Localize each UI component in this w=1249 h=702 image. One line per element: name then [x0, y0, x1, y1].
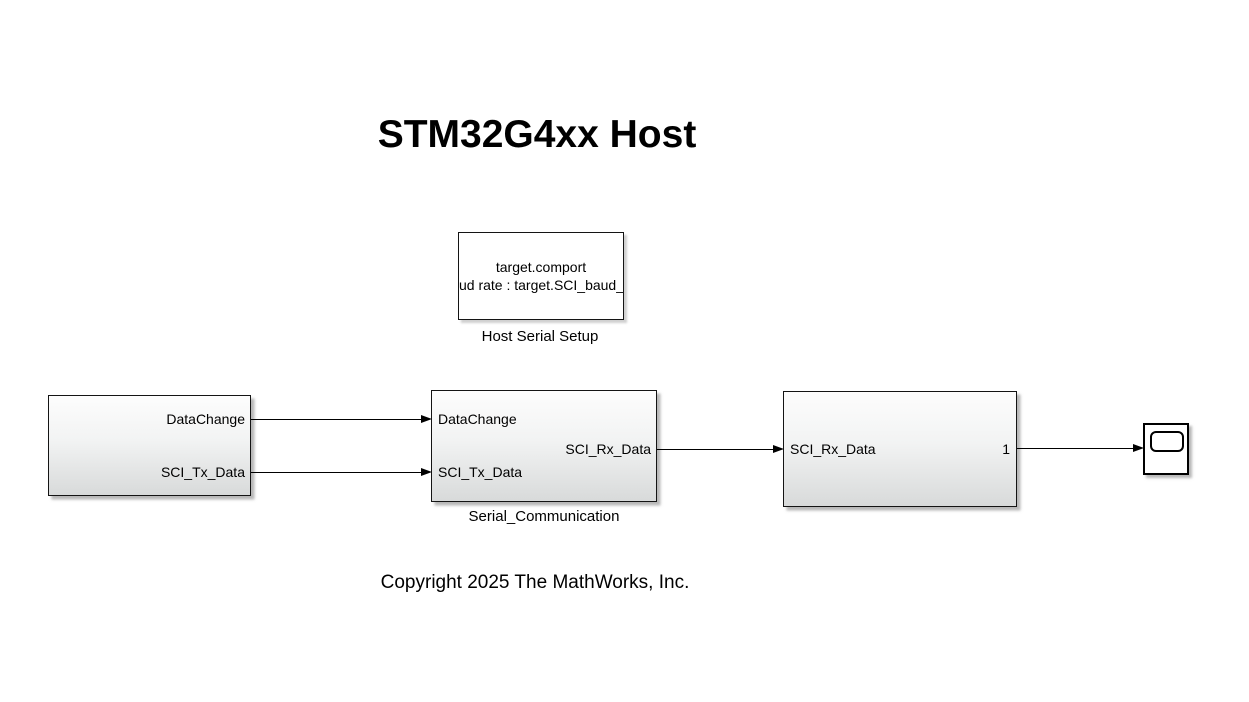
source-output-port-datachange: DataChange	[166, 411, 245, 427]
wire-sci-rx-data[interactable]	[657, 449, 774, 451]
host-serial-setup-block[interactable]: target.comport ud rate : target.SCI_baud…	[458, 232, 624, 320]
scope-block[interactable]	[1143, 423, 1189, 475]
receiver-output-port-1: 1	[1002, 441, 1010, 457]
host-baudrate-text: ud rate : target.SCI_baud_	[459, 277, 624, 293]
copyright-annotation: Copyright 2025 The MathWorks, Inc.	[380, 572, 690, 593]
wire-datachange-arrowhead-icon	[420, 415, 432, 424]
source-output-port-sci-tx-data: SCI_Tx_Data	[160, 464, 245, 480]
receiver-subsystem-block[interactable]: SCI_Rx_Data 1	[783, 391, 1017, 507]
wire-sci-rx-data-arrowhead-icon	[772, 445, 784, 454]
serial-comm-input-port-sci-tx-data: SCI_Tx_Data	[438, 464, 523, 480]
serial-comm-input-port-datachange: DataChange	[438, 411, 517, 427]
source-subsystem-block[interactable]: DataChange SCI_Tx_Data	[48, 395, 251, 496]
wire-sci-tx-data-arrowhead-icon	[420, 468, 432, 477]
receiver-input-port-sci-rx-data: SCI_Rx_Data	[790, 441, 876, 457]
host-comport-text: target.comport	[495, 258, 587, 275]
wire-sci-tx-data[interactable]	[251, 472, 423, 474]
scope-screen-icon	[1150, 431, 1184, 452]
serial-communication-block[interactable]: DataChange SCI_Tx_Data SCI_Rx_Data	[431, 390, 657, 502]
model-title: STM32G4xx Host	[377, 113, 697, 156]
wire-datachange[interactable]	[251, 419, 423, 421]
serial-comm-output-port-sci-rx-data: SCI_Rx_Data	[565, 441, 651, 457]
serial-communication-label: Serial_Communication	[468, 508, 620, 525]
host-serial-setup-label: Host Serial Setup	[481, 328, 599, 345]
wire-to-scope[interactable]	[1017, 448, 1134, 450]
wire-to-scope-arrowhead-icon	[1132, 444, 1144, 453]
